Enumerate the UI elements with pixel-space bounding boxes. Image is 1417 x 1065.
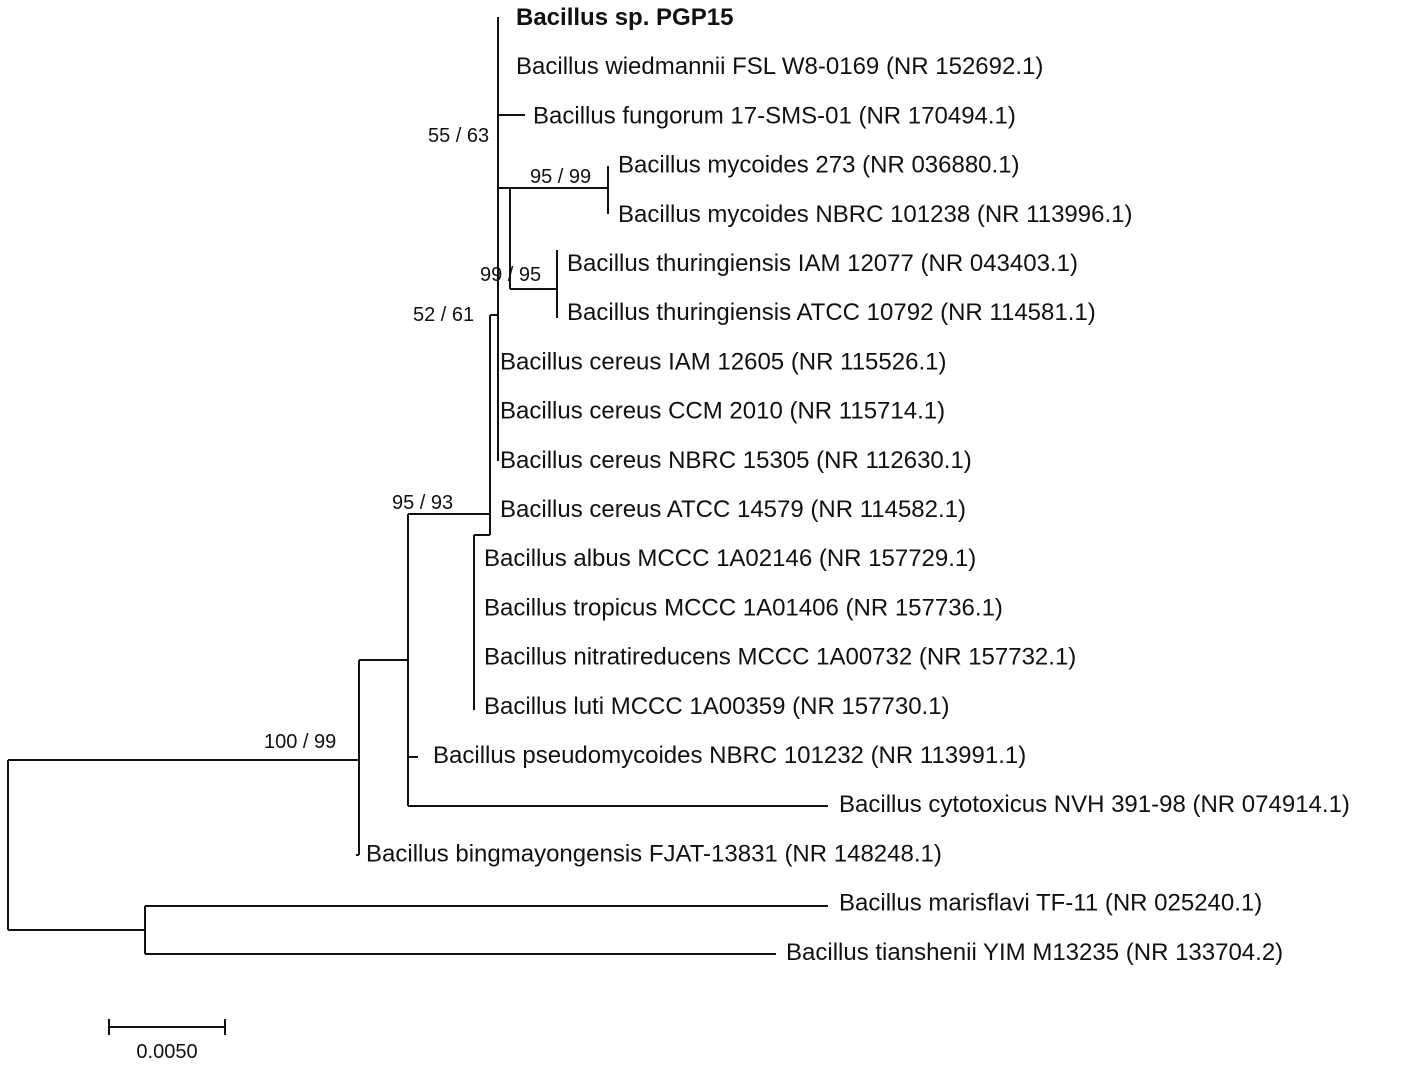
leaf-label-nitratireducens: Bacillus nitratireducens MCCC 1A00732 (N… — [484, 644, 1076, 671]
tree-branches — [7, 17, 828, 955]
leaf-label-tropicus: Bacillus tropicus MCCC 1A01406 (NR 15773… — [484, 594, 1003, 621]
leaf-label-thurATCC: Bacillus thuringiensis ATCC 10792 (NR 11… — [567, 299, 1096, 326]
leaf-label-cereusNBRC: Bacillus cereus NBRC 15305 (NR 112630.1) — [500, 447, 972, 474]
leaf-label-tianshenii: Bacillus tianshenii YIM M13235 (NR 13370… — [786, 939, 1283, 966]
support-value-s_95_93: 95 / 93 — [392, 492, 453, 514]
leaf-label-cytotoxicus: Bacillus cytotoxicus NVH 391-98 (NR 0749… — [839, 791, 1350, 818]
support-value-s_100_99: 100 / 99 — [264, 731, 336, 753]
leaf-label-thurIAM: Bacillus thuringiensis IAM 12077 (NR 043… — [567, 250, 1078, 277]
leaf-label-pgp15: Bacillus sp. PGP15 — [516, 4, 733, 31]
leaf-label-albus: Bacillus albus MCCC 1A02146 (NR 157729.1… — [484, 545, 976, 572]
support-value-s_55_63: 55 / 63 — [428, 125, 489, 147]
scale-bar-label: 0.0050 — [136, 1041, 197, 1063]
leaf-label-marisflavi: Bacillus marisflavi TF-11 (NR 025240.1) — [839, 890, 1262, 917]
support-value-s_95_99: 95 / 99 — [530, 166, 591, 188]
leaf-label-fungorum: Bacillus fungorum 17-SMS-01 (NR 170494.1… — [533, 102, 1016, 129]
leaf-label-wiedmannii: Bacillus wiedmannii FSL W8-0169 (NR 1526… — [516, 53, 1043, 80]
leaf-label-luti: Bacillus luti MCCC 1A00359 (NR 157730.1) — [484, 693, 950, 720]
leaf-label-mycoides273: Bacillus mycoides 273 (NR 036880.1) — [618, 152, 1020, 179]
support-values: 55 / 63 95 / 99 99 / 95 52 / 61 95 / 93 100 /… — [264, 125, 591, 753]
support-value-s_52_61: 52 / 61 — [413, 304, 474, 326]
leaf-label-cereusIAM: Bacillus cereus IAM 12605 (NR 115526.1) — [500, 348, 946, 375]
scale-bar: 0.0050 — [108, 1019, 226, 1063]
leaf-label-cereusCCM: Bacillus cereus CCM 2010 (NR 115714.1) — [500, 398, 945, 425]
leaf-label-pseudomycoides: Bacillus pseudomycoides NBRC 101232 (NR … — [433, 742, 1026, 769]
leaf-label-cereusATCC: Bacillus cereus ATCC 14579 (NR 114582.1) — [500, 496, 966, 523]
support-value-s_99_95: 99 / 95 — [480, 264, 541, 286]
leaf-label-bingmayongensis: Bacillus bingmayongensis FJAT-13831 (NR … — [366, 840, 942, 867]
leaf-label-mycoidesNBRC: Bacillus mycoides NBRC 101238 (NR 113996… — [618, 201, 1132, 228]
